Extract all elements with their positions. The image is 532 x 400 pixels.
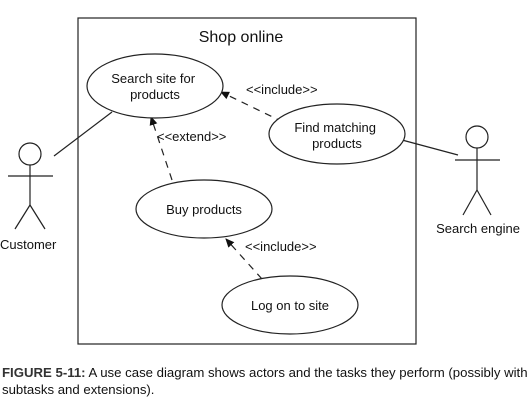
actor-customer-label: Customer — [0, 237, 57, 252]
actor-search-engine-label: Search engine — [436, 221, 520, 236]
stick-figure-icon — [8, 142, 53, 230]
use-case-buy-products-label: Buy products — [166, 202, 242, 217]
use-case-search-site-line-1: Search site for — [111, 71, 195, 86]
use-case-search-site: Search site for products — [86, 53, 224, 119]
relationship-buy-extends-search: <<extend>> — [149, 116, 226, 181]
figure-caption-text: A use case diagram shows actors and the … — [2, 365, 528, 397]
figure-caption: FIGURE 5-11: A use case diagram shows ac… — [2, 364, 530, 398]
use-case-log-on: Log on to site — [221, 275, 359, 335]
relationship-logon-includes-buy: <<include>> — [225, 238, 317, 280]
use-case-find-matching: Find matching products — [268, 103, 406, 165]
use-case-diagram: Shop online <<include>> <<extend>> <<inc… — [0, 17, 520, 345]
use-case-find-matching-line-2: products — [312, 136, 362, 151]
relationship-find-includes-search: <<include>> — [220, 82, 318, 123]
svg-text:Find matching products: Find matching products — [294, 120, 379, 151]
system-boundary: Shop online — [77, 17, 417, 345]
actor-search-engine: Search engine — [436, 125, 520, 236]
association-customer-search — [53, 111, 113, 157]
system-title: Shop online — [199, 29, 284, 46]
use-case-search-site-line-2: products — [130, 87, 180, 102]
include-label-bottom: <<include>> — [245, 239, 317, 254]
figure-label: FIGURE 5-11: — [2, 365, 86, 380]
association-search-engine-find — [401, 139, 459, 156]
use-case-log-on-label: Log on to site — [251, 298, 329, 313]
include-label-top: <<include>> — [246, 82, 318, 97]
use-case-buy-products: Buy products — [135, 179, 273, 239]
use-case-find-matching-line-1: Find matching — [294, 120, 376, 135]
stick-figure-icon — [455, 125, 500, 216]
svg-text:Search site for products: Search site for products — [111, 71, 198, 102]
actor-customer: Customer — [0, 142, 57, 252]
extend-label: <<extend>> — [157, 129, 226, 144]
